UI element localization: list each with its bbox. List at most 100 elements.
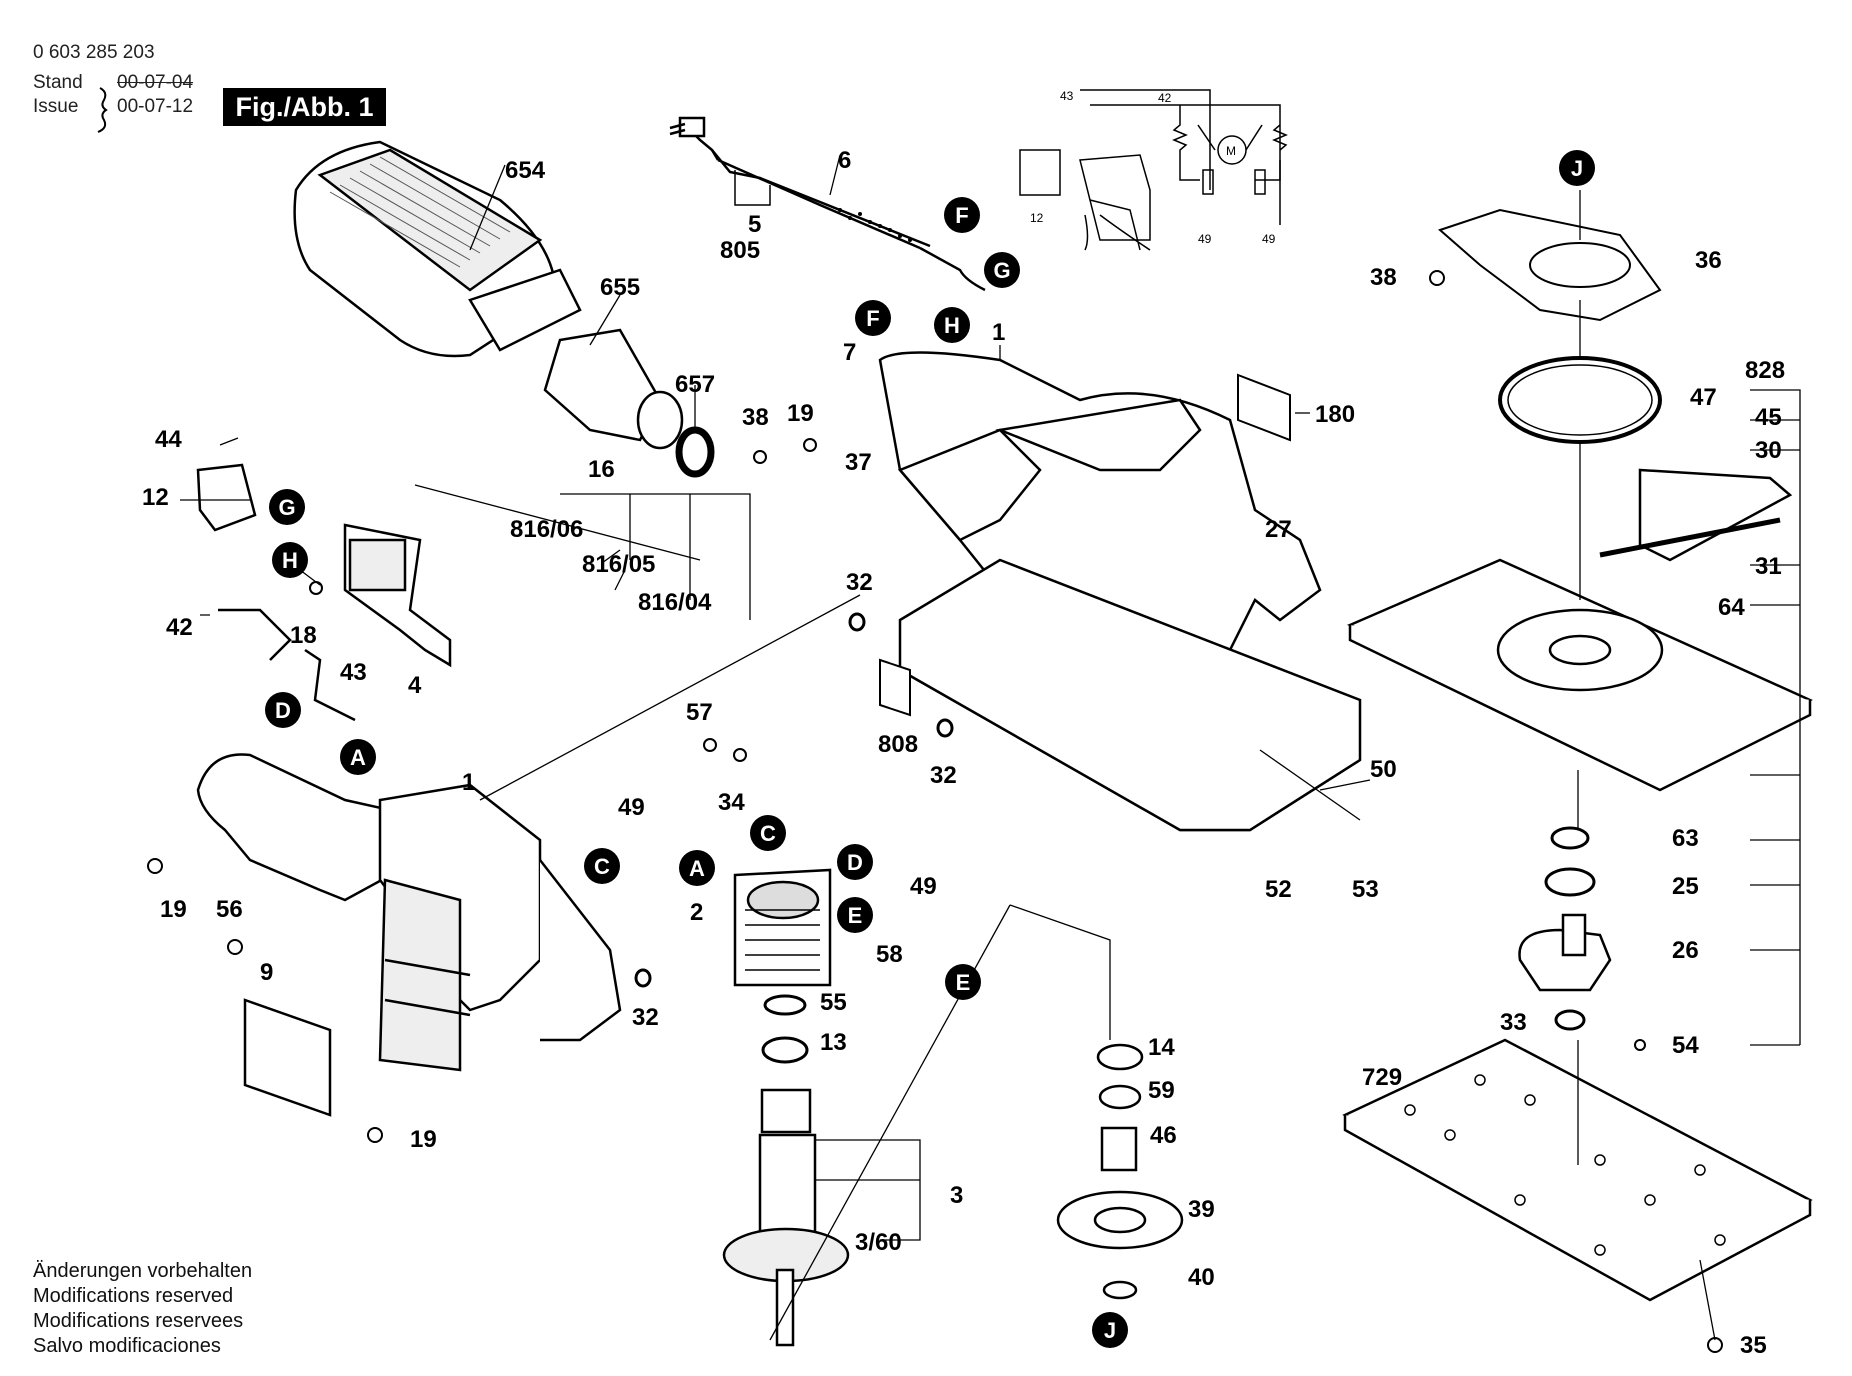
label-59: 59 [1148,1077,1175,1104]
label-9: 9 [260,959,273,986]
marker-C2: C [760,821,776,846]
label-5: 5 [748,211,761,238]
marker-D2: D [847,850,863,875]
end-cap [196,463,257,532]
marker-G1: G [993,258,1010,283]
wire-links [218,608,356,722]
housing-upper [878,351,1322,692]
connection-markers: F G H F G H D A C C A D E E J J [265,150,1595,1348]
bearing-33 [1554,1009,1586,1031]
pad-holes [1404,1074,1726,1256]
part-number: 0 603 285 203 [33,42,155,63]
washer-55 [763,994,807,1016]
label-27: 27 [1265,516,1292,543]
label-53: 53 [1352,876,1379,903]
housing-base [898,558,1362,832]
label-49b: 49 [910,873,937,900]
marker-G2: G [278,495,295,520]
circuit-label-49a: 49 [1198,232,1212,246]
label-44: 44 [155,426,182,453]
label-52: 52 [1265,876,1292,903]
note-de: Änderungen vorbehalten [33,1260,253,1282]
label-816-05: 816/05 [582,551,655,578]
label-13: 13 [820,1029,847,1056]
bearing-25 [1544,867,1596,897]
marker-F2: F [866,306,879,331]
issue-label: Issue [33,96,79,117]
rod-31 [1599,517,1781,558]
wiring-schematic [1019,89,1288,251]
label-43: 43 [340,659,367,686]
marker-A2: A [689,856,705,881]
label-33: 33 [1500,1009,1527,1036]
field-coil [733,868,832,987]
circuit-labels: 43 42 12 49 49 M [1030,89,1276,246]
ring-47 [1498,356,1662,444]
note-fr: Modifications reservees [33,1310,244,1332]
label-57: 57 [686,699,713,726]
label-4: 4 [408,672,422,699]
issue-date: 00-07-12 [117,96,194,117]
label-35: 35 [1740,1332,1767,1359]
circuit-label-43: 43 [1060,89,1074,103]
label-729: 729 [1362,1064,1402,1091]
label-26: 26 [1672,937,1699,964]
label-808 [879,658,911,717]
label-808: 808 [878,731,918,758]
label-plate [243,998,332,1117]
rating-label [1237,373,1291,442]
label-18: 18 [290,622,317,649]
label-39: 39 [1188,1196,1215,1223]
part-labels: 654 655 657 6 5 805 1 7 180 38 19 37 16 … [142,147,1785,1359]
stand-label: Stand [33,72,83,93]
label-654: 654 [505,157,546,184]
gear-stack [1056,1043,1184,1300]
label-34: 34 [718,789,745,816]
circuit-label-12: 12 [1030,211,1044,225]
label-805: 805 [720,237,760,264]
lever-30 [1638,468,1793,562]
label-14: 14 [1148,1034,1175,1061]
marker-H2: H [282,548,298,573]
label-38b: 38 [1370,264,1397,291]
cord-dots [838,208,912,242]
label-50: 50 [1370,756,1397,783]
label-655: 655 [600,274,640,301]
dust-box [293,140,582,358]
cord-bracket [734,170,771,206]
ring-47-inner [1507,364,1653,436]
label-49a: 49 [618,794,645,821]
screws [147,270,1723,1353]
label-6: 6 [838,147,851,174]
marker-A1: A [350,745,366,770]
base-frame-828 [1347,558,1813,792]
label-1-lower: 1 [462,769,475,796]
label-55: 55 [820,989,847,1016]
top-plate-36 [1438,208,1662,322]
label-40: 40 [1188,1264,1215,1291]
label-180: 180 [1315,401,1355,428]
dust-box-grille [329,156,511,268]
washers-32 [634,612,954,988]
label-1-upper: 1 [992,319,1005,346]
label-19c: 19 [410,1126,437,1153]
marker-J2: J [1104,1318,1116,1343]
circuit-label-42: 42 [1158,91,1172,105]
armature [722,1088,850,1347]
label-828: 828 [1745,357,1785,384]
marker-C1: C [594,854,610,879]
label-47: 47 [1690,384,1717,411]
label-46: 46 [1150,1122,1177,1149]
leader-lines [180,154,1801,1341]
o-ring [675,426,715,478]
label-63: 63 [1672,825,1699,852]
marker-E2: E [956,970,971,995]
label-816-04: 816/04 [638,589,712,616]
label-31: 31 [1755,553,1782,580]
label-19b: 19 [160,896,187,923]
dust-adapter [543,328,684,450]
label-32c: 32 [632,1004,659,1031]
label-2: 2 [690,899,703,926]
washer-63 [1550,826,1590,850]
